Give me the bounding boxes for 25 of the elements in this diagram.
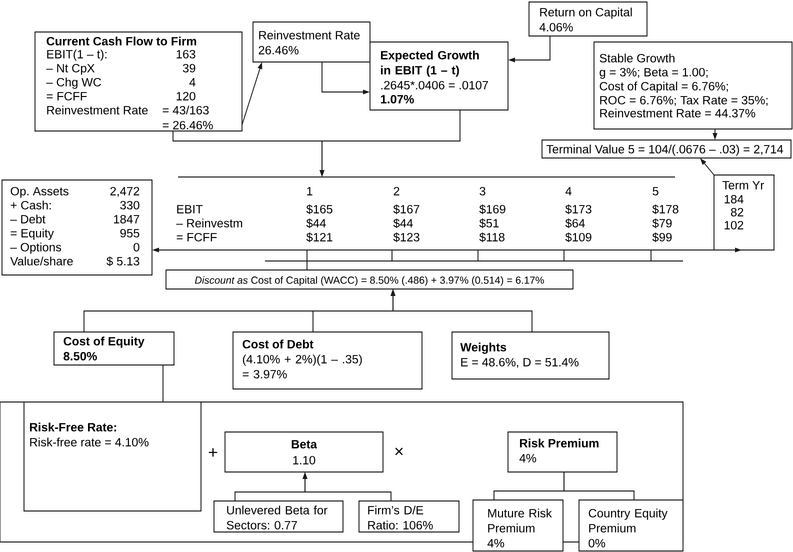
- info-box: Stable Growth g = 3%; Beta = 1.00; Cost of Capital = 6.76%; ROC = 6.76%; Tax Rate = 35%; Reinvestment Rate = 44.37%: [594, 42, 792, 130]
- times-sign: ×: [395, 448, 403, 456]
- info-box: Current Cash Flow to Firm EBIT(1 – t): 163 – Nt CpX 39 – Chg WC 4 = FCFF 120 Reinvestment Rate = 43/163 = 26.46%: [34, 32, 242, 132]
- info-box: Beta 1.10: [224, 432, 384, 472]
- info-box: Weights E = 48.6%, D = 51.4%: [452, 332, 610, 380]
- info-box: Cost of Equity 8.50%: [54, 332, 174, 366]
- info-box: Expected Growth in EBIT (1 – t) .2645*.0406 = .0107 1.07%: [370, 42, 508, 110]
- info-box: Return on Capital 4.06%: [528, 2, 648, 36]
- connector-line: [564, 472, 634, 500]
- info-box: Risk-Free Rate: Risk-free rate = 4.10%: [24, 402, 202, 512]
- info-box: Risk Premium 4%: [508, 432, 618, 472]
- info-box: Muture Risk Premium 4%: [472, 500, 564, 552]
- cash-flow-table: 1 2 3 4 5 EBIT $165 $167 $169 $173 $178 – Reinvestm $44 $44 $51 $64 $79 = FCFF $121 $123 $118 $109 $99: [176, 176, 678, 242]
- info-box: Country Equity Premium 0%: [578, 500, 684, 552]
- connector-line: [162, 364, 164, 402]
- info-box: Cost of Debt (4.10% + 2%)(1 – .35) = 3.97%: [232, 332, 422, 390]
- info-box: Terminal Value 5 = 104/(.0676 – .03) = 2,714: [542, 140, 792, 158]
- info-box: Unlevered Beta for Sectors: 0.77: [214, 500, 344, 532]
- connector-line: [306, 250, 308, 270]
- info-box: Firm’s D/E Ratio: 106%: [358, 500, 460, 532]
- info-box: Reinvestment Rate 26.46%: [252, 22, 370, 62]
- formula-box: Discount as Cost of Capital (WACC) = 8.50% (.486) + 3.97% (0.514) = 6.17%: [166, 270, 574, 290]
- info-box: Term Yr 184 82 102: [714, 174, 774, 250]
- plus-sign: +: [208, 448, 218, 457]
- info-box: Op. Assets 2,472 + Cash: 330 – Debt 1847 = Equity 955 – Options 0 Value/share $ 5.13: [2, 180, 152, 276]
